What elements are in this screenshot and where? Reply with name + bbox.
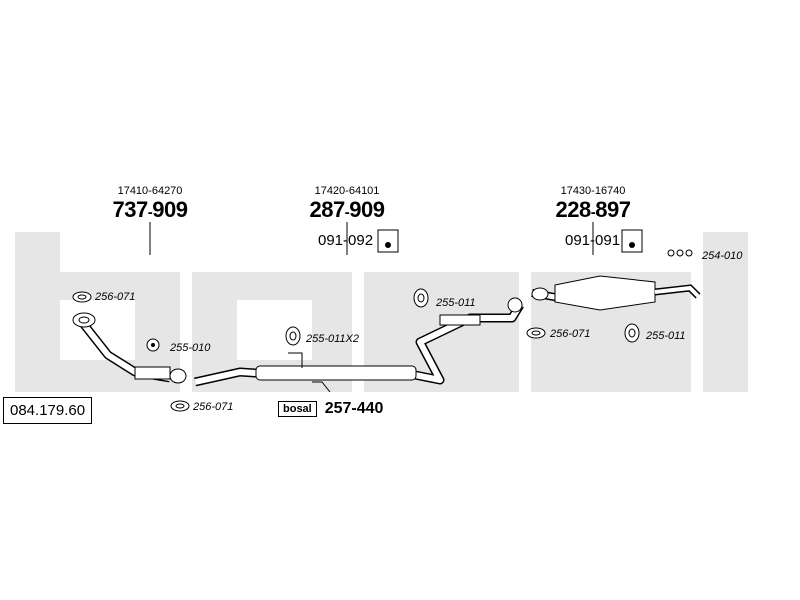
fitting-label: 255-011 [646,330,686,342]
fitting-label: 255-010 [170,342,211,354]
bolt-set-icon [667,249,693,257]
part-number-main: 287 [309,197,346,222]
part-number: 228-897 [533,197,653,223]
fitting-label: 254-010 [702,250,743,262]
part-number-main: 737 [112,197,149,222]
gasket-icon [72,291,92,303]
fitting-label: 255-011 [436,297,476,309]
mounting-kit: bosal 257-440 [278,400,383,418]
hanger-number: 091-091 [565,232,621,249]
part-number-suffix: 909 [152,197,188,222]
clamp-icon [285,326,301,346]
part-number-sep: - [590,204,596,221]
kit-number: 257-440 [324,400,384,417]
oem-number: 17410-64270 [117,185,183,197]
clamp-icon [413,288,429,308]
gasket-icon [170,400,190,412]
part-number: 287-909 [287,197,407,223]
part-number-suffix: 897 [595,197,631,222]
gasket-icon [526,327,546,339]
hanger-icon [377,229,399,253]
bolt-icon [146,338,160,352]
part-number-suffix: 909 [349,197,385,222]
part-number-sep: - [344,204,350,221]
hanger-icon [621,229,643,253]
fitting-label: 256-071 [95,291,136,303]
oem-number: 17420-64101 [314,185,380,197]
oem-number: 17430-16740 [560,185,626,197]
fitting-label: 256-071 [193,401,234,413]
part-number-sep: - [147,204,153,221]
hanger-number: 091-092 [318,232,374,249]
clamp-icon [624,323,640,343]
fitting-label: 256-071 [550,328,591,340]
part-number-main: 228 [555,197,592,222]
fitting-label: 255-011X2 [306,333,360,345]
part-number: 737-909 [90,197,210,223]
catalog-number: 084.179.60 [3,397,93,424]
kit-brand-box: bosal [278,401,317,417]
